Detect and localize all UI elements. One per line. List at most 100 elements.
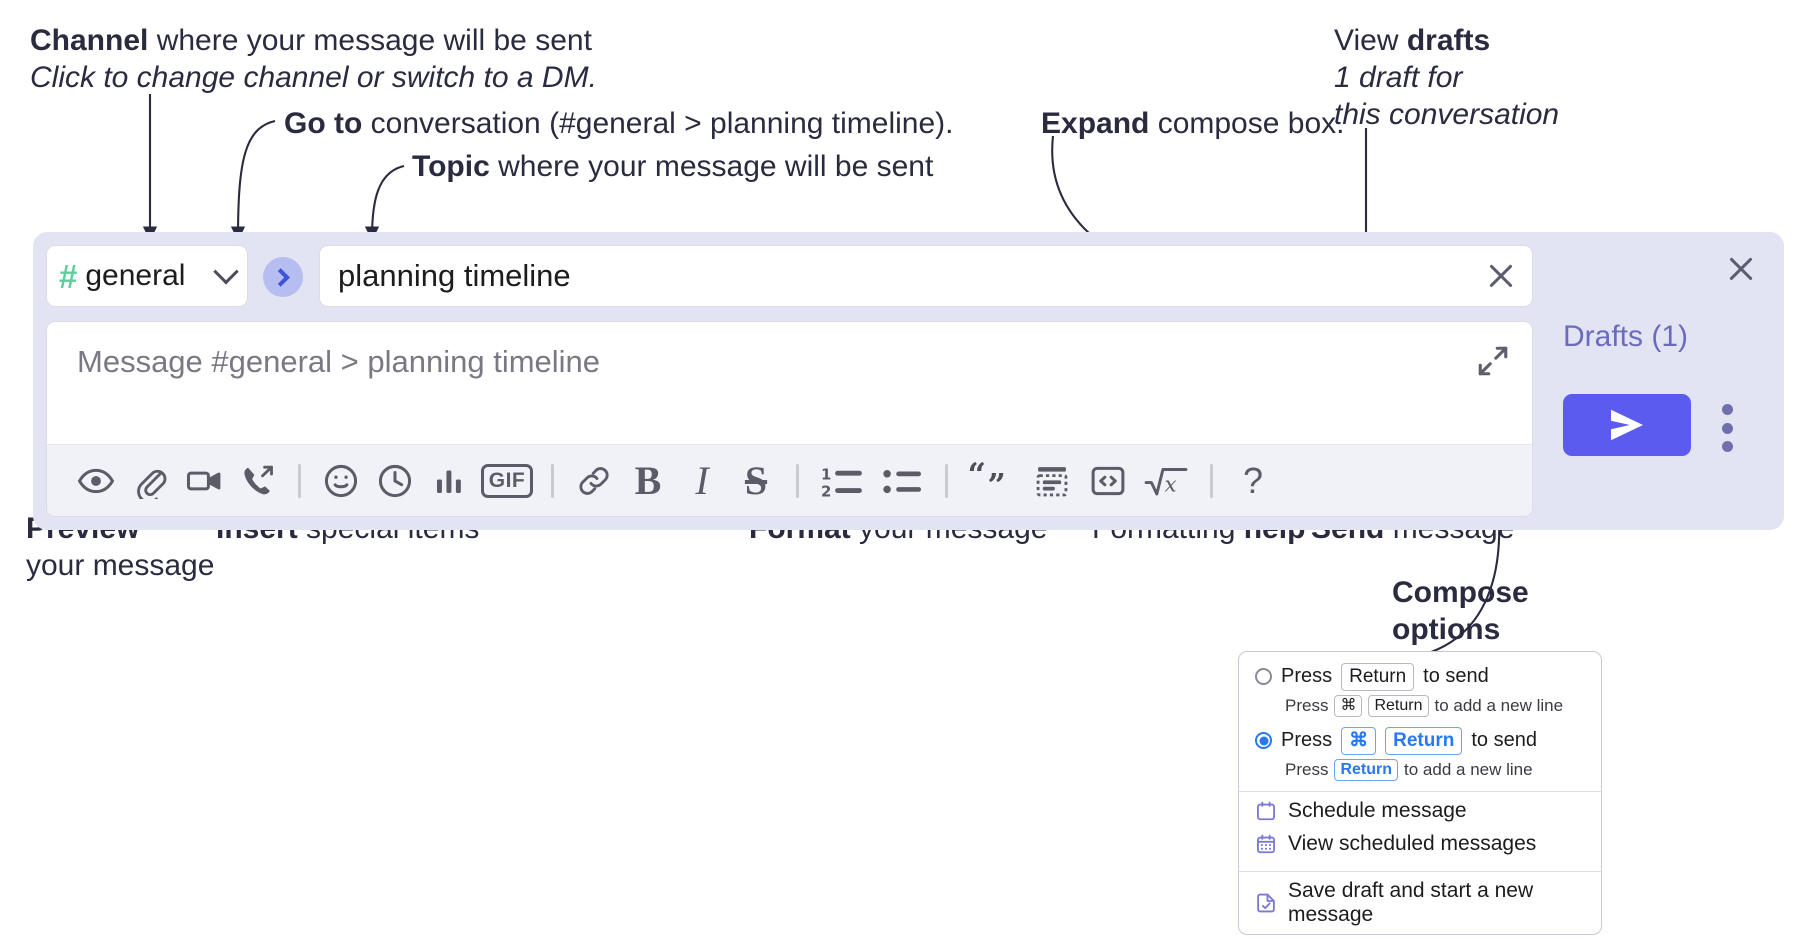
italic-icon[interactable]: I <box>675 454 729 508</box>
message-editor[interactable]: Message #general > planning timeline <box>46 321 1533 517</box>
formatting-toolbar: GIF B I <box>47 444 1532 516</box>
option2-sub-post: to add a new line <box>1404 759 1533 779</box>
send-option-cmd-return[interactable]: Press ⌘ Return to send <box>1239 725 1601 757</box>
compose-right-rail: Drafts (1) <box>1546 232 1784 530</box>
channel-select-button[interactable]: # general <box>46 245 248 307</box>
send-option-return[interactable]: Press Return to send <box>1239 661 1601 693</box>
option2-sub-pre: Press <box>1285 759 1329 779</box>
message-editor-placeholder: Message #general > planning timeline <box>77 344 601 379</box>
radio-return[interactable] <box>1255 668 1272 686</box>
key-command: ⌘ <box>1341 726 1377 755</box>
annotation-drafts-italic2: this conversation <box>1334 98 1560 132</box>
annotation-expand: Expand compose box. <box>1041 105 1344 142</box>
gif-icon[interactable]: GIF <box>476 454 538 508</box>
send-button[interactable] <box>1563 394 1691 456</box>
menu-item-save-draft[interactable]: Save draft and start a new message <box>1239 872 1601 934</box>
help-label: ? <box>1242 459 1264 501</box>
menu-item-label: Schedule message <box>1288 798 1467 822</box>
send-option-return-subtext: Press ⌘ Return to add a new line <box>1239 693 1601 719</box>
key-return: Return <box>1341 663 1415 691</box>
emoji-icon[interactable] <box>314 454 368 508</box>
toolbar-separator <box>1210 463 1213 498</box>
topic-input-value: planning timeline <box>338 258 571 293</box>
calendar-list-icon <box>1257 834 1275 854</box>
toolbar-separator <box>945 463 948 498</box>
annotation-compose-options-bold2: options <box>1392 613 1501 647</box>
ordered-list-icon[interactable]: 1 2 <box>812 454 874 508</box>
annotation-expand-rest: compose box. <box>1149 107 1345 140</box>
expand-icon[interactable] <box>1476 344 1510 378</box>
annotation-goto-bold: Go to <box>284 107 363 140</box>
annotation-topic: Topic where your message will be sent <box>412 148 933 185</box>
key-return: Return <box>1334 758 1399 781</box>
bulleted-list-icon[interactable] <box>874 454 932 508</box>
key-command: ⌘ <box>1334 694 1363 717</box>
annotation-preview-rest: your message <box>26 549 215 583</box>
preview-icon[interactable] <box>69 454 123 508</box>
clear-topic-icon[interactable] <box>1486 261 1516 291</box>
kebab-dot <box>1721 422 1733 434</box>
option1-post: to send <box>1423 665 1489 688</box>
annotation-goto-rest: conversation (#general > planning timeli… <box>362 107 954 140</box>
compose-box-panel: # general planning timeline Message #gen… <box>33 232 1784 530</box>
video-icon[interactable] <box>177 454 231 508</box>
drafts-link[interactable]: Drafts (1) <box>1563 320 1689 353</box>
annotation-topic-bold: Topic <box>412 150 490 183</box>
radio-cmd-return[interactable] <box>1255 732 1272 750</box>
menu-item-label: Save draft and start a new message <box>1288 879 1534 927</box>
goto-conversation-button[interactable] <box>263 257 303 297</box>
attachment-icon[interactable] <box>123 454 177 508</box>
poll-icon[interactable] <box>422 454 476 508</box>
annotation-topic-rest: where your message will be sent <box>489 150 934 183</box>
kebab-dot <box>1721 441 1733 452</box>
svg-text:x: x <box>1164 472 1176 497</box>
svg-text:2: 2 <box>821 482 831 499</box>
compose-options-menu: Press Return to send Press ⌘ Return to a… <box>1238 651 1602 936</box>
menu-item-view-scheduled[interactable]: View scheduled messages <box>1239 830 1601 863</box>
inline-code-icon[interactable] <box>1081 454 1135 508</box>
option2-pre: Press <box>1281 729 1333 752</box>
menu-item-schedule-message[interactable]: Schedule message <box>1239 792 1601 830</box>
menu-divider <box>1239 870 1601 873</box>
calendar-schedule-icon <box>1257 801 1275 821</box>
svg-text:1: 1 <box>821 465 831 483</box>
svg-text:“: “ <box>969 462 986 494</box>
kebab-dot <box>1721 404 1733 415</box>
annotation-drafts-bold: drafts <box>1406 24 1491 57</box>
toolbar-separator <box>551 463 554 498</box>
reminder-clock-icon[interactable] <box>368 454 422 508</box>
menu-item-label: View scheduled messages <box>1288 831 1537 855</box>
annotation-expand-bold: Expand <box>1041 107 1150 140</box>
code-block-icon[interactable] <box>1023 454 1081 508</box>
call-icon[interactable] <box>231 454 285 508</box>
strike-label: S <box>744 457 768 503</box>
compose-inner: # general planning timeline Message #gen… <box>46 245 1533 517</box>
option1-sub-post: to add a new line <box>1434 695 1564 715</box>
close-panel-icon[interactable] <box>1726 254 1756 284</box>
chevron-down-icon <box>213 259 239 285</box>
gif-label: GIF <box>480 463 534 498</box>
annotation-channel-bold: Channel <box>30 24 149 57</box>
save-draft-icon <box>1257 893 1275 913</box>
option1-pre: Press <box>1281 665 1333 688</box>
annotation-channel-rest: where your message will be sent <box>148 24 592 57</box>
toolbar-separator <box>796 463 799 498</box>
toolbar-separator <box>298 463 301 498</box>
send-paper-plane-icon <box>1611 409 1643 441</box>
math-icon[interactable]: x <box>1135 454 1197 508</box>
svg-text:”: ” <box>987 466 1006 500</box>
bold-icon[interactable]: B <box>621 454 675 508</box>
help-icon[interactable]: ? <box>1226 454 1280 508</box>
strikethrough-icon[interactable]: S <box>729 454 783 508</box>
annotation-channel: Channel where your message will be sent … <box>30 22 597 96</box>
annotation-drafts: View drafts 1 draft for this conversatio… <box>1334 22 1559 134</box>
link-icon[interactable] <box>567 454 621 508</box>
compose-options-menu-button[interactable] <box>1716 404 1738 452</box>
annotation-compose-options-bold1: Compose <box>1392 576 1529 609</box>
annotation-goto: Go to conversation (#general > planning … <box>284 105 954 142</box>
blockquote-icon[interactable]: “ ” <box>961 454 1023 508</box>
key-return: Return <box>1368 694 1429 717</box>
topic-input[interactable]: planning timeline <box>319 245 1533 307</box>
italic-label: I <box>695 457 709 503</box>
